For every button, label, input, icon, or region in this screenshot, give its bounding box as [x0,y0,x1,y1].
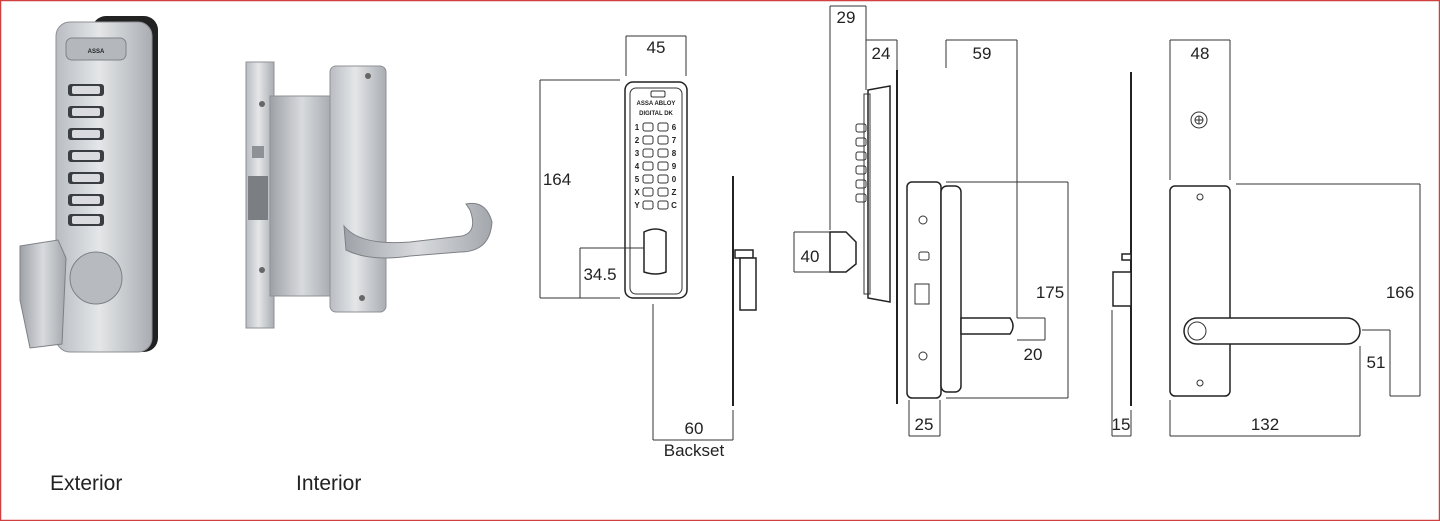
keypad-right-key [657,148,669,158]
interior-lock-image [245,61,493,329]
keypad-right-key [657,122,669,132]
keypad-right-key-label: C [671,201,677,210]
keypad-right-key [657,161,669,171]
keypad-keys: 1 6 2 7 3 8 4 9 5 0X Z Y C [634,122,677,210]
dim-lever-length: 132 [1251,415,1279,434]
keypad-left-key-label: 5 [635,175,640,184]
dim-lever-height: 175 [1036,283,1064,302]
rear-view-drawing [1169,111,1361,397]
front-dimensions: 45 164 34.5 60 Backset [539,35,734,460]
keypad-left-key [642,187,654,197]
dim-knob-height: 34.5 [583,265,616,284]
caption-interior: Interior [296,472,361,495]
exterior-lock-image: ASSA [19,16,158,353]
keypad-left-key-label: 2 [635,136,640,145]
keypad-left-key [642,135,654,145]
dim-front-height: 164 [543,170,571,189]
side-dimensions: 29 24 40 59 175 20 25 [793,5,1069,437]
keypad-right-key [657,135,669,145]
strike-side-drawing: 15 [1111,72,1132,437]
side-view-drawing [829,70,1014,404]
keypad-right-key [657,200,669,210]
svg-text:ASSA: ASSA [88,49,105,55]
dim-front-width: 45 [647,38,666,57]
dim-backset-label: Backset [664,441,725,460]
keypad-left-key [642,174,654,184]
keypad-brand-top: ASSA ABLOY [637,101,676,107]
dim-lever-offset: 59 [973,44,992,63]
keypad-right-key-label: 8 [672,149,677,158]
keypad-right-key-label: 6 [672,123,677,132]
dim-knob-projection: 40 [801,247,820,266]
dim-strike-depth: 15 [1112,415,1131,434]
keypad-right-key-label: Z [672,188,677,197]
dim-side-depth: 24 [872,44,891,63]
keypad-right-key-label: 0 [672,175,677,184]
dim-lever-drop: 51 [1367,353,1386,372]
keypad-left-key-label: 3 [635,149,640,158]
dim-top-offset: 29 [837,8,856,27]
keypad-left-key-label: X [634,188,640,197]
dim-lever-diameter: 20 [1024,345,1043,364]
rear-dimensions: 48 166 51 132 [1169,39,1421,437]
front-view-drawing: ASSA ABLOY DIGITAL DK 1 6 2 7 3 8 4 9 5 0X Z Y C [624,81,688,299]
keypad-left-key [642,161,654,171]
dim-plate-height: 166 [1386,283,1414,302]
dim-case-width: 25 [915,415,934,434]
keypad-brand-model: DIGITAL DK [639,111,673,117]
keypad-right-key-label: 7 [672,136,677,145]
keypad-left-key [642,148,654,158]
keypad-right-key-label: 9 [672,162,677,171]
keypad-right-key [657,187,669,197]
keypad-right-key [657,174,669,184]
caption-exterior: Exterior [50,472,122,495]
dim-backset: 60 [685,419,704,438]
keypad-left-key [642,200,654,210]
keypad-left-key [642,122,654,132]
keypad-left-key-label: Y [634,201,640,210]
mortice-side-drawing [732,176,757,406]
dim-plate-width: 48 [1191,44,1210,63]
keypad-left-key-label: 1 [635,123,640,132]
keypad-left-key-label: 4 [635,162,640,171]
